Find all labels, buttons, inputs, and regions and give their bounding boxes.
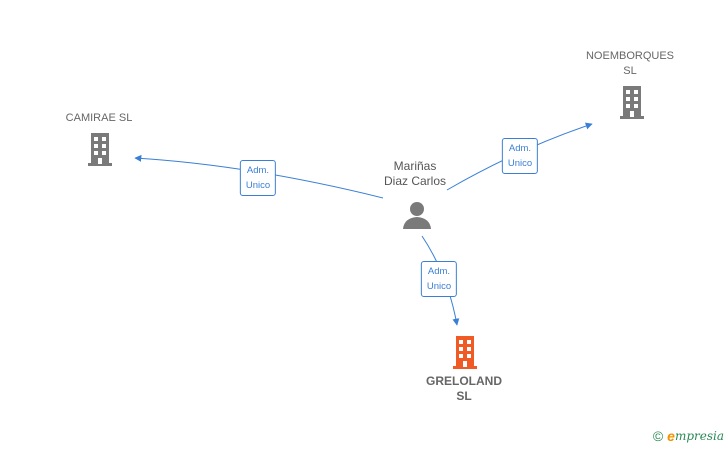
person-label: Mariñas Diaz Carlos — [384, 159, 446, 189]
edge-label-greloland[interactable]: Adm. Unico — [420, 261, 458, 297]
edge-label-line2: Unico — [426, 281, 452, 292]
empresia-logo-initial: e — [667, 428, 675, 444]
company-name-line2: SL — [456, 389, 472, 403]
person-name-line1: Mariñas — [393, 159, 437, 173]
company-name-line1: GRELOLAND — [426, 374, 502, 388]
edge-label-noemborques[interactable]: Adm. Unico — [501, 138, 539, 174]
company-name-line1: NOEMBORQUES — [585, 50, 675, 62]
edge-label-line1: Adm. — [246, 165, 270, 176]
edge-label-camirae[interactable]: Adm. Unico — [239, 160, 277, 196]
company-name-line2: SL — [623, 65, 637, 77]
person-name-line2: Diaz Carlos — [383, 174, 447, 188]
empresia-branding: © e mpresia — [653, 428, 724, 444]
company-label-noemborques: NOEMBORQUES SL — [586, 49, 674, 79]
building-icon[interactable] — [85, 131, 115, 167]
edge-label-line1: Adm. — [508, 143, 532, 154]
company-name: CAMIRAE SL — [65, 112, 133, 124]
edge-label-line2: Unico — [507, 158, 533, 169]
building-icon[interactable] — [617, 84, 647, 120]
empresia-logo-text: mpresia — [674, 429, 724, 443]
copyright-symbol: © — [652, 428, 664, 444]
company-label-greloland: GRELOLAND SL — [426, 374, 502, 404]
edge-label-line2: Unico — [245, 180, 271, 191]
edge-label-line1: Adm. — [427, 266, 451, 277]
company-label-camirae: CAMIRAE SL — [66, 111, 133, 126]
person-icon[interactable] — [402, 200, 432, 230]
building-icon-main[interactable] — [450, 334, 480, 370]
